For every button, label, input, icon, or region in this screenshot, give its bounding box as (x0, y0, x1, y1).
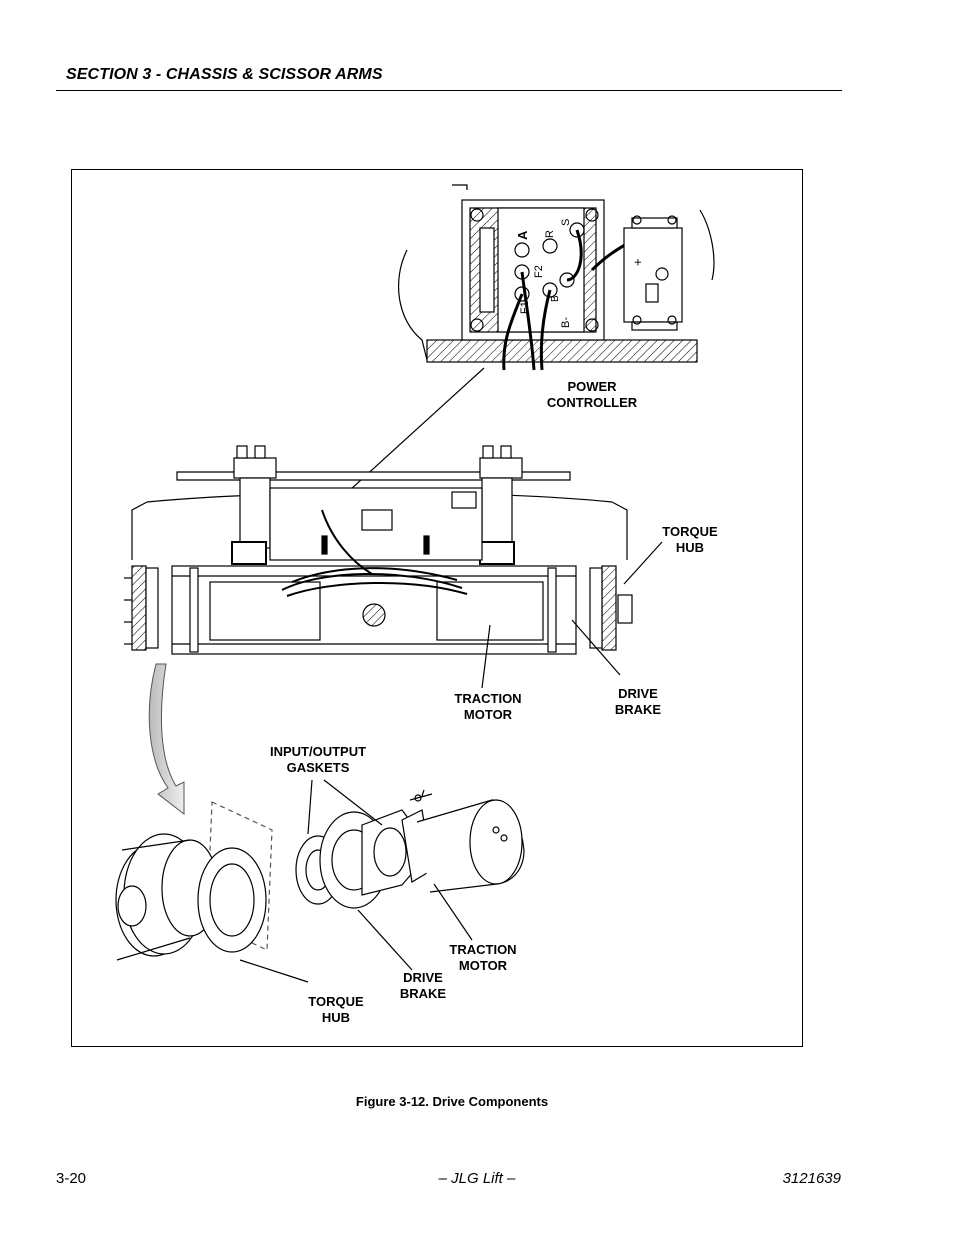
label-drive-brake-bottom-2: BRAKE (400, 986, 447, 1001)
label-traction-motor-bottom-2: MOTOR (459, 958, 508, 973)
exploded-view (115, 779, 525, 983)
terminal-r: R (544, 230, 556, 238)
figure-caption: Figure 3-12. Drive Components (355, 1094, 549, 1109)
label-torque-hub-bottom-1: TORQUE (308, 994, 364, 1009)
label-gaskets-2: GASKETS (287, 760, 350, 775)
drive-components-illustration: A R S F2 F1 B B- + POWER CONTROLLER (115, 184, 718, 1025)
terminal-f2: F2 (533, 265, 545, 278)
figure-frame: A R S F2 F1 B B- + POWER CONTROLLER (71, 169, 803, 1047)
doc-number: 3121639 (782, 1170, 841, 1187)
label-torque-hub-top-1: TORQUE (662, 524, 718, 539)
terminal-f1: F1 (519, 301, 531, 314)
label-drive-brake-top-2: BRAKE (615, 702, 662, 717)
label-torque-hub-top-2: HUB (676, 540, 704, 555)
label-power-controller-2: CONTROLLER (547, 395, 638, 410)
chassis-assembly (124, 445, 663, 689)
terminal-a: A (515, 230, 530, 240)
label-traction-motor-top-1: TRACTION (454, 691, 521, 706)
terminal-s: S (560, 219, 572, 226)
label-drive-brake-top-1: DRIVE (618, 686, 658, 701)
section-title: SECTION 3 - CHASSIS & SCISSOR ARMS (66, 66, 383, 83)
label-power-controller-1: POWER (567, 379, 617, 394)
label-drive-brake-bottom-1: DRIVE (403, 970, 443, 985)
terminal-plus: + (630, 258, 645, 266)
page-number: 3-20 (56, 1170, 87, 1187)
terminal-b: B (550, 295, 561, 302)
header-rule (56, 90, 842, 91)
label-traction-motor-bottom-1: TRACTION (449, 942, 516, 957)
label-gaskets-1: INPUT/OUTPUT (270, 744, 366, 759)
label-torque-hub-bottom-2: HUB (322, 1010, 350, 1025)
terminal-b-minus: B- (560, 317, 572, 328)
label-traction-motor-top-2: MOTOR (464, 707, 513, 722)
power-controller-inset: A R S F2 F1 B B- + (316, 184, 715, 521)
footer-brand: – JLG Lift – (438, 1170, 516, 1187)
explode-arrow (148, 663, 185, 816)
